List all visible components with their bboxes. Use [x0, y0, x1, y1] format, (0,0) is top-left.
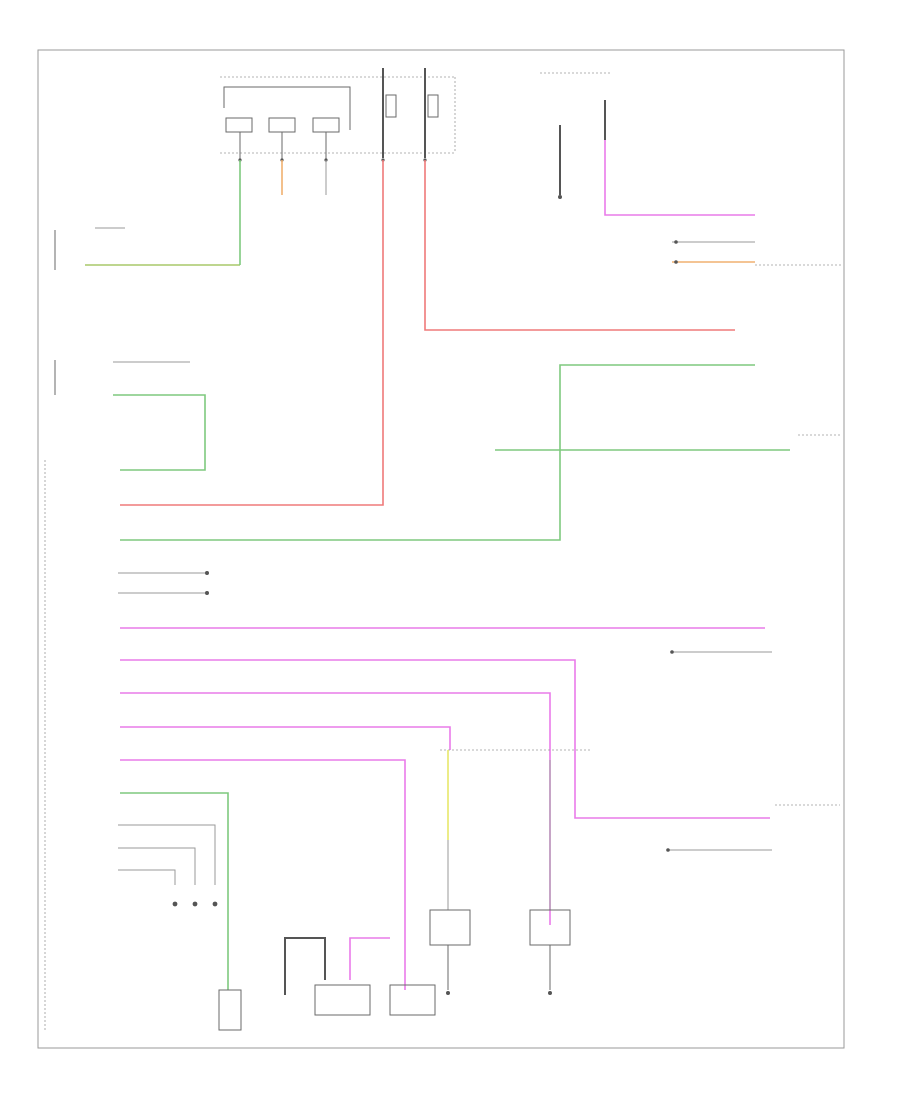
red-wire-1: [120, 160, 384, 506]
fuse-block: [220, 68, 456, 162]
red-wire-2: [424, 160, 735, 331]
bottom-components: [218, 909, 571, 1031]
right-connectors-top: [672, 240, 842, 266]
pink-wire-e: [120, 759, 406, 990]
pink-wire-b: [120, 659, 770, 819]
green-wire-long: [120, 364, 755, 541]
left-upper-sensor: [54, 160, 327, 270]
diagram-frame: [37, 49, 845, 1049]
left-small-connectors: [118, 571, 209, 595]
left-belt-section: [44, 360, 206, 1030]
right-top-switch: [540, 72, 755, 216]
right-lower-connectors: [666, 650, 840, 852]
green-wire-ground: [120, 792, 229, 990]
pink-wire-d: [120, 726, 451, 750]
